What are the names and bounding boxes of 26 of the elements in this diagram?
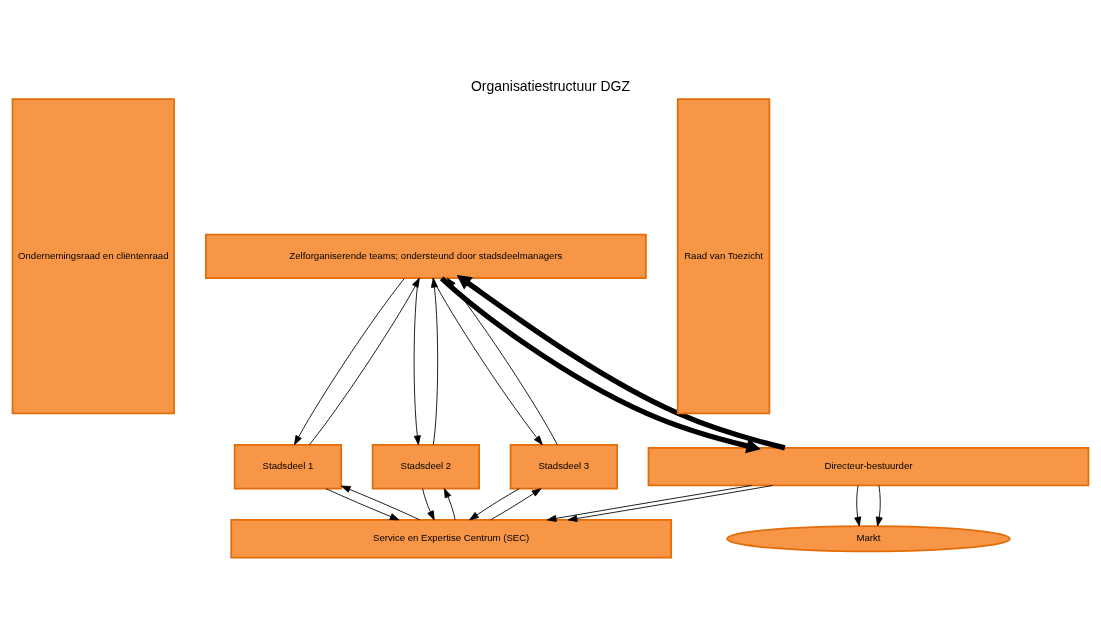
arrow (325, 487, 400, 520)
node-box: Stadsdeel 3 (509, 443, 618, 489)
arrow (443, 487, 456, 520)
arrow (854, 484, 862, 526)
node-box: Zelforganiserende teams; ondersteund door stadsdeelmanagers (205, 233, 647, 279)
arrow (294, 277, 405, 445)
diagram-title: Organisatiestructuur DGZ (471, 77, 630, 94)
arrow (446, 277, 558, 445)
arrow (490, 487, 542, 520)
arrow (875, 484, 883, 526)
arrow (413, 277, 421, 445)
arrow (546, 484, 753, 522)
arrow (309, 277, 420, 445)
arrow (567, 484, 773, 522)
arrow (430, 277, 439, 445)
arrow (469, 487, 520, 520)
arrow (422, 487, 435, 520)
node-ellipse: Markt (726, 524, 1011, 552)
arrow (431, 277, 543, 445)
node-box: Stadsdeel 1 (233, 443, 343, 489)
node-box: Raad van Toezicht (676, 97, 771, 414)
node-box: Service en Expertise Centrum (SEC) (230, 518, 673, 558)
node-box: Directeur-bestuurder (647, 446, 1090, 486)
arrow (340, 485, 421, 520)
node-box: Stadsdeel 2 (371, 443, 480, 489)
node-box: Ondernemingsraad en cliëntenraad (11, 97, 175, 414)
